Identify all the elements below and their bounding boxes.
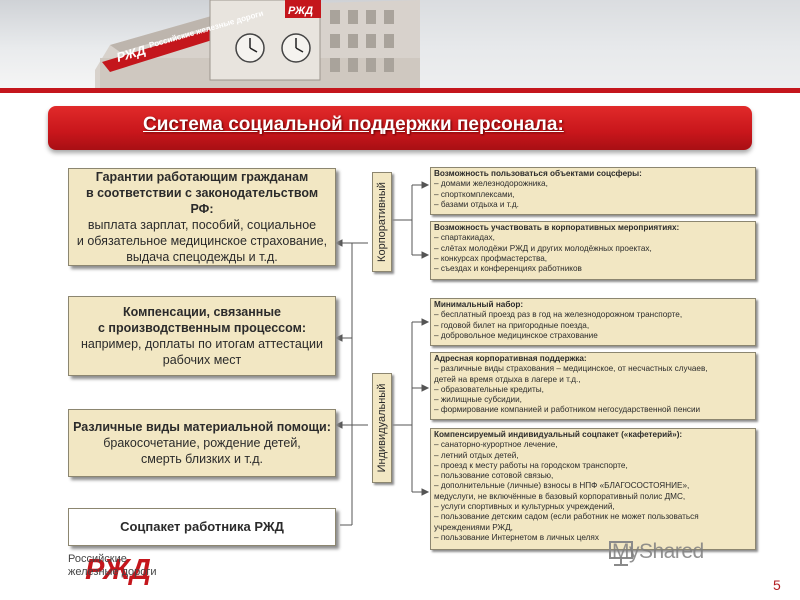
right-box-heading: Адресная корпоративная поддержка: bbox=[434, 354, 587, 363]
right-box-item: – услуги спортивных и культурных учрежде… bbox=[434, 502, 615, 512]
vertical-label-corporate-text: Корпоративный bbox=[376, 182, 388, 262]
right-box-item: – пользование сотовой связью, bbox=[434, 471, 554, 481]
left-box-line: Гарантии работающим гражданам bbox=[95, 170, 309, 184]
right-box-item: – бесплатный проезд раз в год на железно… bbox=[434, 310, 683, 320]
right-box-item: – образовательные кредиты, bbox=[434, 384, 544, 394]
footer-company-line2: железные дороги bbox=[68, 566, 157, 578]
footer-company-name: Российские железные дороги bbox=[68, 553, 157, 579]
right-box-item: – различные виды страхования – медицинск… bbox=[434, 364, 708, 374]
right-box-item: – пользование детским садом (если работн… bbox=[434, 512, 699, 522]
left-box-line: Соцпакет работника РЖД bbox=[120, 519, 284, 534]
watermark: MyShared bbox=[612, 540, 704, 563]
roof-logo: РЖД bbox=[288, 5, 313, 17]
right-box-heading: Компенсируемый индивидуальный соцпакет (… bbox=[434, 430, 683, 439]
right-box-heading: Возможность пользоваться объектами соцсф… bbox=[434, 169, 642, 178]
vertical-label-individual: Индивидуальный bbox=[372, 373, 392, 483]
left-box-line: Различные виды материальной помощи: bbox=[73, 420, 331, 434]
right-box-item: – конкурсах профмастерства, bbox=[434, 253, 548, 263]
right-box-item: учреждениями РЖД, bbox=[434, 522, 513, 532]
footer-company-line1: Российские bbox=[68, 553, 127, 565]
right-box-heading: Возможность участвовать в корпоративных … bbox=[434, 223, 680, 232]
right-box-item: – домами железнодорожника, bbox=[434, 179, 548, 189]
right-box-item: – базами отдыха и т.д. bbox=[434, 199, 519, 209]
right-box-item: – добровольное медицинское страхование bbox=[434, 330, 598, 340]
header-red-stripe bbox=[0, 88, 800, 93]
page-number: 5 bbox=[773, 577, 781, 593]
right-box-item: – санаторно-курортное лечение, bbox=[434, 440, 558, 450]
right-box-item: – слётах молодёжи РЖД и других молодёжны… bbox=[434, 243, 652, 253]
left-box-line: с производственным процессом: bbox=[97, 321, 307, 335]
presentation-icon bbox=[609, 541, 633, 566]
left-box-line: например, доплаты по итогам аттестации bbox=[80, 337, 324, 351]
footer-logo: РЖД bbox=[85, 554, 151, 586]
right-box-item: медуслуги, не включённые в базовый корпо… bbox=[434, 491, 686, 501]
right-box-item: – годовой билет на пригородные поезда, bbox=[434, 320, 590, 330]
right-box-item: – пользование Интернетом в личных целях bbox=[434, 532, 599, 542]
right-box-item: – спартакиадах, bbox=[434, 233, 495, 243]
vertical-label-individual-text: Индивидуальный bbox=[376, 383, 388, 473]
left-box-line: Компенсации, связанные bbox=[123, 305, 281, 319]
rzd-logo-icon: РЖД bbox=[85, 554, 151, 586]
left-box-guarantees: Гарантии работающим гражданам в соответст… bbox=[68, 168, 336, 266]
left-box-line: и обязательное медицинское страхование, bbox=[76, 234, 328, 248]
page-title: Система социальной поддержки персонала: bbox=[143, 114, 564, 135]
right-box-item: – спорткомплексами, bbox=[434, 189, 515, 199]
right-box-corporate-events: Возможность участвовать в корпоративных … bbox=[430, 221, 756, 280]
left-box-line: в соответствии с законодательством РФ: bbox=[85, 186, 319, 216]
title-bar: Система социальной поддержки персонала: bbox=[48, 106, 752, 150]
right-box-item: – летний отдых детей, bbox=[434, 450, 519, 460]
right-box-item: – формирование компанией и работником не… bbox=[434, 405, 701, 415]
left-box-line: смерть близких и т.д. bbox=[141, 452, 263, 466]
right-box-minimal-set: Минимальный набор:– бесплатный проезд ра… bbox=[430, 298, 756, 346]
right-box-item: – жилищные субсидии, bbox=[434, 395, 522, 405]
building-illustration: РЖД Российские железные дороги РЖД bbox=[95, 0, 800, 88]
left-box-social-package: Соцпакет работника РЖД bbox=[68, 508, 336, 546]
right-box-heading: Минимальный набор: bbox=[434, 300, 524, 309]
left-box-line: бракосочетание, рождение детей, bbox=[103, 436, 301, 450]
vertical-label-corporate: Корпоративный bbox=[372, 172, 392, 272]
right-box-item: – проезд к месту работы на городском тра… bbox=[434, 460, 628, 470]
left-box-line: рабочих мест bbox=[162, 353, 242, 367]
left-box-line: выдача спецодежды и т.д. bbox=[126, 250, 278, 264]
header-photo: РЖД Российские железные дороги РЖД bbox=[0, 0, 800, 88]
left-box-line: выплата зарплат, пособий, социальное bbox=[87, 218, 317, 232]
right-box-item: – съездах и конференциях работников bbox=[434, 264, 582, 274]
right-box-cafeteria-package: Компенсируемый индивидуальный соцпакет (… bbox=[430, 428, 756, 550]
left-box-compensations: Компенсации, связанные с производственным… bbox=[68, 296, 336, 376]
right-box-targeted-support: Адресная корпоративная поддержка:– разли… bbox=[430, 352, 756, 420]
right-box-social-facilities: Возможность пользоваться объектами соцсф… bbox=[430, 167, 756, 215]
right-box-item: детей на время отдыха в лагере и т.д., bbox=[434, 374, 581, 384]
left-box-material-help: Различные виды материальной помощи: брако… bbox=[68, 409, 336, 477]
right-box-item: – дополнительные (личные) взносы в НПФ «… bbox=[434, 481, 690, 491]
